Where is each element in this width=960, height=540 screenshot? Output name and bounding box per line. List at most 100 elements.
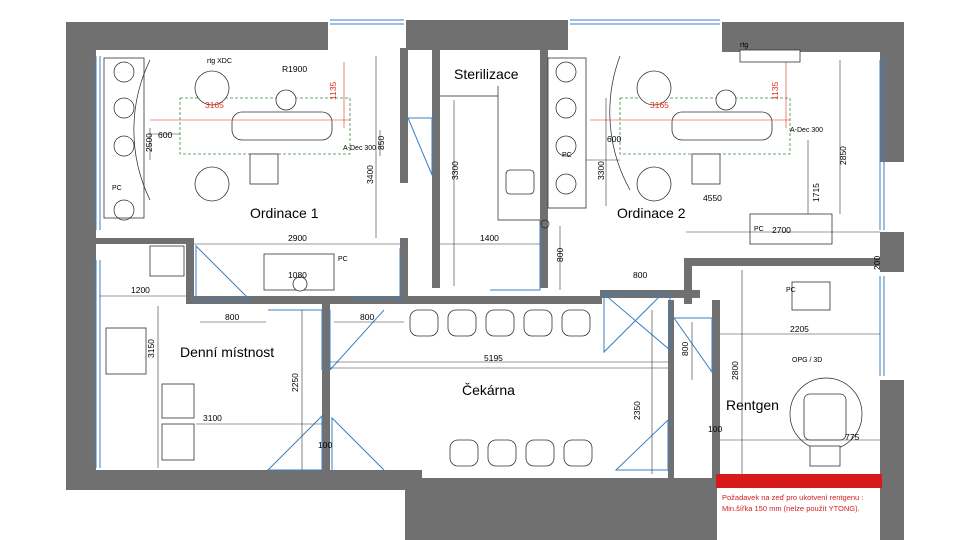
rentgen (789, 281, 863, 467)
wall-bottom-mid (405, 478, 717, 540)
dim-2850: 2850 (838, 146, 848, 165)
ster-drain (540, 219, 550, 229)
label-opg: OPG / 3D (792, 357, 822, 364)
doors (195, 117, 713, 471)
note-line-2: Min.šířka 150 mm (nelze použít YTONG). (722, 504, 860, 513)
room-ordinace-1: Ordinace 1 (250, 205, 319, 221)
room-denni-mistnost: Denní místnost (180, 344, 274, 360)
o1-dental-chair (231, 111, 333, 141)
dim-3400: 3400 (365, 165, 375, 184)
o2-desk (749, 213, 833, 245)
dim-3165-b: 3165 (650, 100, 669, 110)
dim-600-a: 600 (158, 130, 172, 140)
dim-4550: 4550 (703, 193, 722, 203)
dim-3165-a: 3165 (205, 100, 224, 110)
dim-2205: 2205 (790, 324, 809, 334)
wall-denni-right (322, 304, 330, 478)
dim-100-b: 100 (318, 440, 332, 450)
dim-3300-a: 3300 (450, 161, 460, 180)
dim-2500: 2500 (144, 133, 154, 152)
o1-sink-2 (113, 97, 135, 119)
wall-ster-left (432, 48, 440, 288)
dim-1200: 1200 (131, 285, 150, 295)
o1-arc (133, 59, 151, 201)
o1-stool-1 (194, 70, 230, 106)
wall-o1-ster (400, 48, 408, 183)
o2-rtg-box (739, 49, 801, 63)
wall-ster-right (540, 48, 548, 288)
dim-2900: 2900 (288, 233, 307, 243)
dim-1135-b: 1135 (770, 81, 780, 100)
dim-200: 200 (872, 256, 882, 270)
cekarna (330, 309, 668, 467)
label-pc-5: PC (786, 287, 796, 294)
denni-sink (149, 245, 185, 277)
label-adec-2: A-Dec 300 (790, 127, 823, 134)
dim-775: 775 (845, 432, 859, 442)
rtg-desk (791, 281, 831, 311)
wall-o1-stub (186, 238, 194, 300)
rentgen-anchor-wall (716, 474, 882, 488)
room-labels: Ordinace 1 Sterilizace Ordinace 2 Denní … (180, 66, 779, 413)
room-rentgen: Rentgen (726, 397, 779, 413)
denni-mistnost (105, 245, 195, 461)
dim-800-e: 800 (680, 342, 690, 356)
room-sterilizace: Sterilizace (454, 66, 519, 82)
dim-r1900: R1900 (282, 64, 307, 74)
label-pc-1: PC (112, 185, 122, 192)
wall-rtg-stub (684, 258, 692, 304)
windows (95, 19, 885, 468)
label-pc-2: PC (562, 152, 572, 159)
wall-o1-bottom-left (96, 238, 186, 244)
dim-100-a: 100 (708, 424, 722, 434)
label-pc-4: PC (338, 256, 348, 263)
dim-2250: 2250 (290, 373, 300, 392)
dim-2800: 2800 (730, 361, 740, 380)
rtg-opg-base (809, 445, 841, 467)
room-cekarna: Čekárna (462, 382, 515, 398)
dimension-labels: R1900 3165 1135 3165 1135 2500 600 850 3… (131, 64, 882, 450)
o1-desk-chair (292, 276, 308, 292)
o2-stool-1 (636, 70, 672, 106)
dim-800-c: 800 (225, 312, 239, 322)
dim-1080: 1080 (288, 270, 307, 280)
ordinace-2 (547, 49, 833, 245)
sterilizace (440, 86, 550, 229)
dim-1715: 1715 (811, 183, 821, 202)
o1-stool-2 (194, 166, 230, 202)
o1-sink-3 (113, 135, 135, 157)
o1-sink-4 (113, 199, 135, 221)
wall-top-mid (406, 20, 568, 50)
dim-1135-a: 1135 (328, 81, 338, 100)
ster-counter-outline (497, 86, 540, 221)
wall-cek-right (668, 300, 674, 478)
dimension-lines (100, 56, 880, 474)
o1-lamp (275, 89, 297, 111)
dim-2700: 2700 (772, 225, 791, 235)
dim-800-b: 800 (633, 270, 647, 280)
wall-rtg-top (684, 258, 884, 266)
label-pc-3: PC (754, 226, 764, 233)
wall-top-right (722, 22, 904, 52)
o1-sink-1 (113, 61, 135, 83)
anchor-note: Požadavek na zeď pro ukotvení rentgenu :… (722, 493, 863, 513)
dim-600-b: 600 (607, 134, 621, 144)
denni-fridge (105, 327, 147, 375)
wall-o1-stub2 (400, 238, 408, 300)
wall-top-left (66, 22, 328, 50)
denni-cabinet-1 (161, 383, 195, 419)
dim-850: 850 (376, 136, 386, 150)
dim-5195: 5195 (484, 353, 503, 363)
wall-right-bottom (880, 380, 904, 540)
wall-rtg-left (712, 300, 720, 480)
ster-sink (505, 169, 535, 195)
wall-bottom-left (66, 470, 422, 490)
o1-tray (249, 153, 279, 185)
o2-stool-2 (636, 166, 672, 202)
room-ordinace-2: Ordinace 2 (617, 205, 686, 221)
dim-1400: 1400 (480, 233, 499, 243)
o2-dental-chair (671, 111, 773, 141)
dim-2350: 2350 (632, 401, 642, 420)
dim-3100: 3100 (203, 413, 222, 423)
